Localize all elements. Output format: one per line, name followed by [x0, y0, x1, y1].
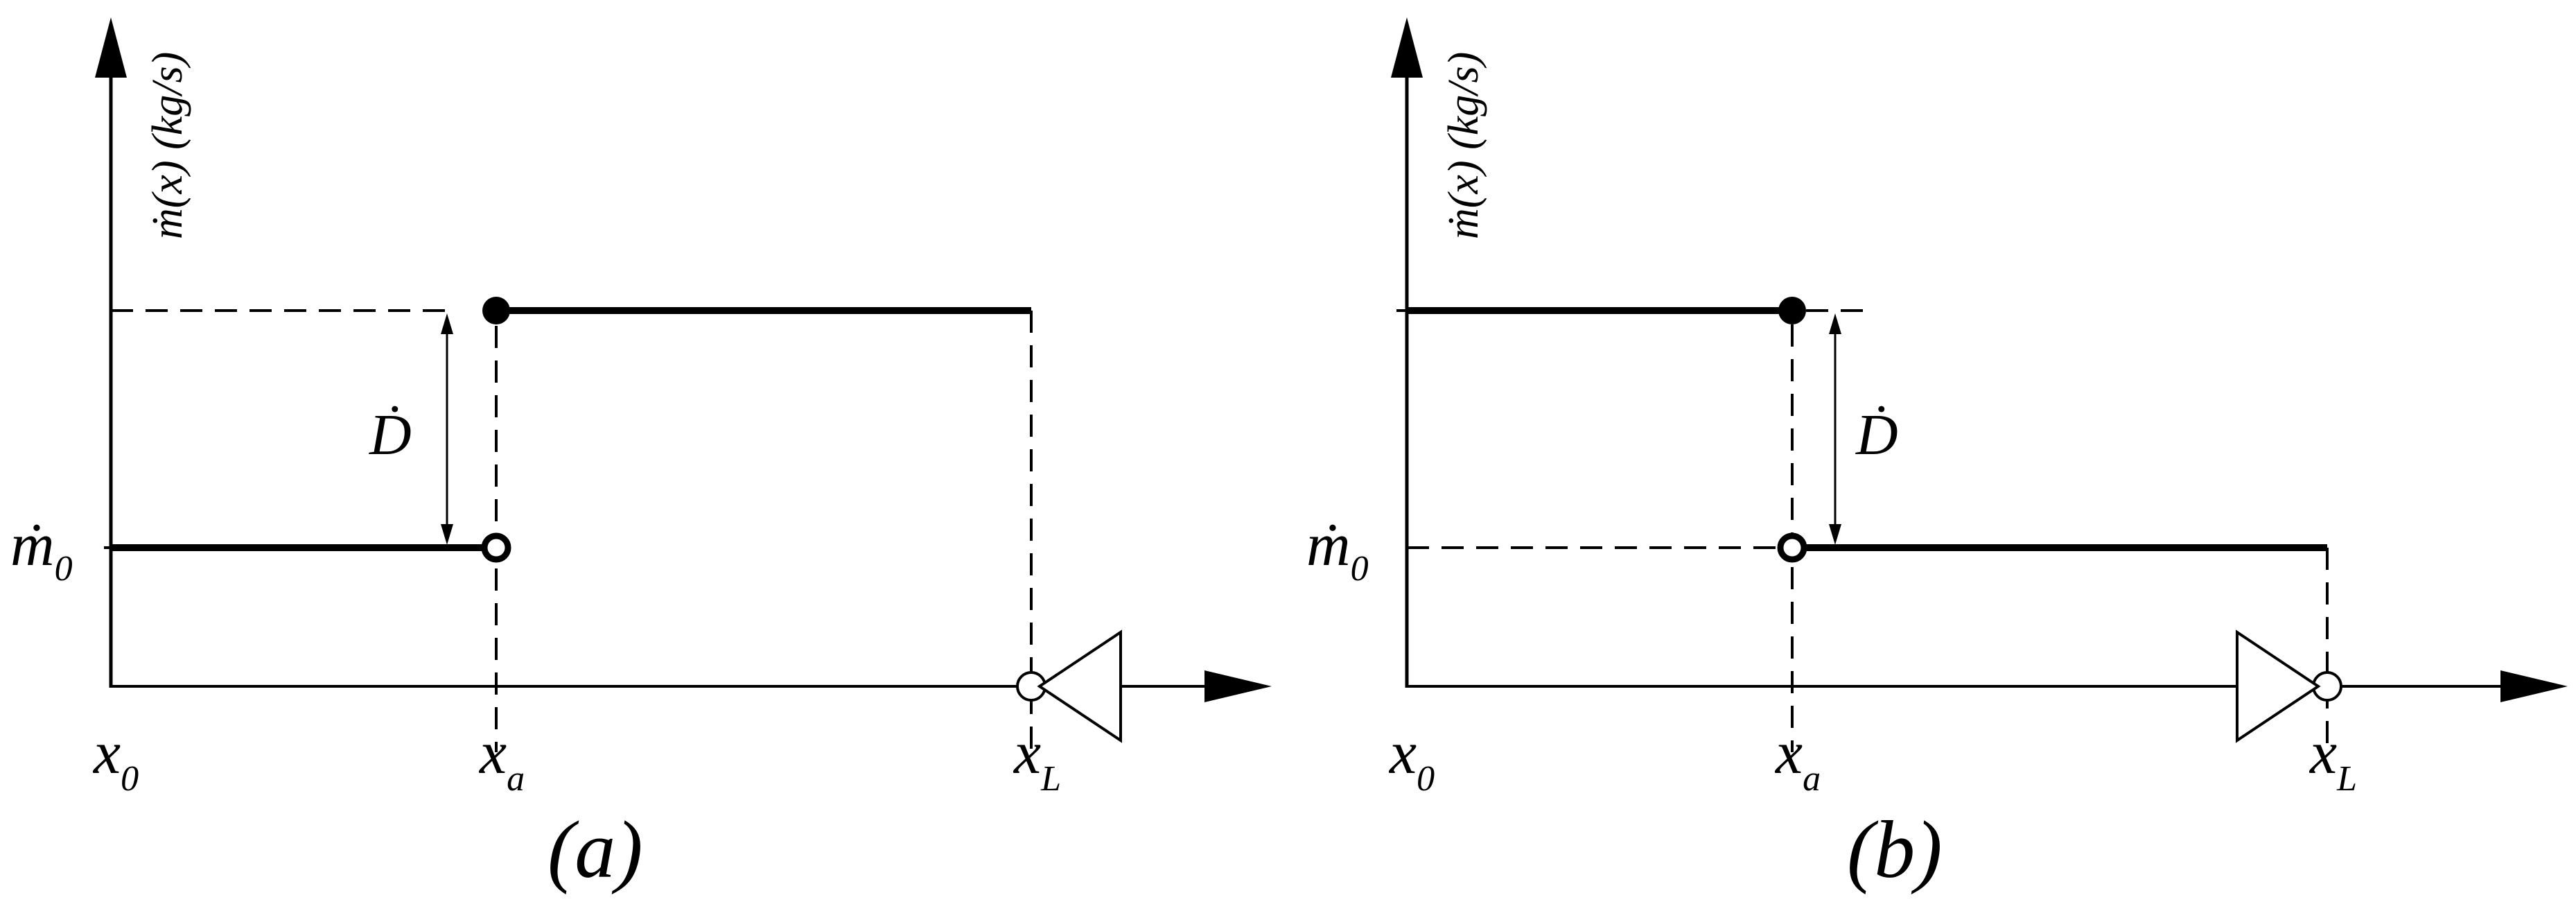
y-axis-arrow: [95, 17, 127, 78]
x-tick-xl: xL: [2308, 720, 2357, 799]
y-axis-arrow: [1391, 17, 1423, 78]
x-axis-arrow: [2500, 670, 2568, 702]
panel-b: ṁ(x) (kg/s) Ḋ ṁ0 x0: [1306, 17, 2568, 895]
panel-caption: (a): [547, 804, 643, 895]
y-axis-label: ṁ(x) (kg/s): [144, 52, 191, 239]
jump-arrow-bottom: [1829, 524, 1841, 545]
x-tick-xl: xL: [1013, 720, 1061, 799]
jump-arrow-bottom: [441, 524, 453, 545]
filled-point: [482, 297, 510, 324]
y-tick-m0: ṁ0: [10, 512, 73, 589]
nozzle-icon: [2236, 629, 2321, 743]
nozzle-icon: [1037, 629, 1122, 743]
x-tick-x0: x0: [92, 720, 139, 799]
filled-point: [1778, 297, 1806, 324]
y-axis-label: ṁ(x) (kg/s): [1440, 52, 1487, 239]
panel-a: ṁ(x) (kg/s) Ḋ ṁ0 x0 xa: [10, 17, 1272, 895]
x-axis-arrow: [1204, 670, 1272, 702]
jump-label: Ḋ: [369, 403, 412, 467]
jump-label: Ḋ: [1855, 403, 1898, 467]
jump-arrow-top: [441, 313, 453, 334]
panel-caption: (b): [1847, 804, 1943, 895]
y-tick-m0: ṁ0: [1306, 512, 1369, 589]
jump-arrow-top: [1829, 313, 1841, 334]
x-tick-xa: xa: [478, 720, 525, 799]
open-point: [481, 532, 511, 563]
x-tick-x0: x0: [1388, 720, 1435, 799]
open-point: [1777, 532, 1807, 563]
x-tick-xa: xa: [1774, 720, 1821, 799]
